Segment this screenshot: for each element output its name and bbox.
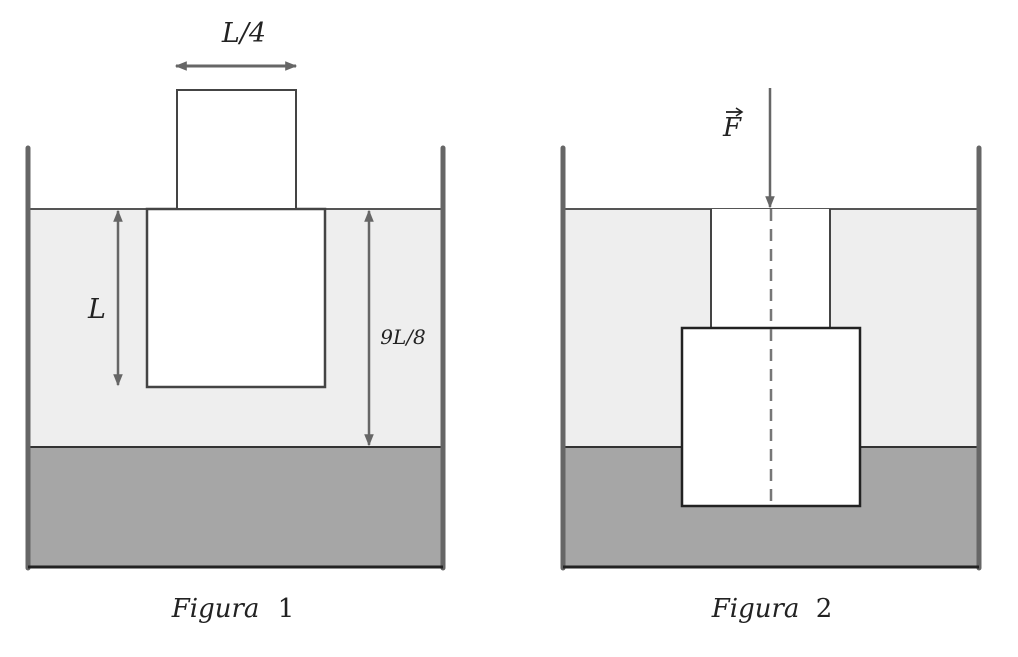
caption-word-2: Figura <box>711 594 800 624</box>
label-height: 9L/8 <box>380 325 425 349</box>
caption-number-1: 1 <box>278 594 295 624</box>
figure-1: L/4 L 9L/8 Figura 1 <box>25 18 446 624</box>
label-force: F <box>722 113 742 143</box>
label-top-width: L/4 <box>221 18 266 49</box>
label-depth: L <box>87 294 106 325</box>
figure-2: F Figura 2 <box>560 88 982 624</box>
caption-figure-2: Figura 2 <box>711 594 833 624</box>
lower-liquid-1 <box>28 447 443 567</box>
vector-arrowhead-icon <box>735 107 744 117</box>
block-wide-part-1 <box>145 207 327 389</box>
block-narrow-part-1 <box>176 89 297 210</box>
force-label-group: F <box>722 107 744 143</box>
block-narrow-part-2 <box>711 209 830 328</box>
caption-word-1: Figura <box>171 594 260 624</box>
caption-figure-1: Figura 1 <box>171 594 295 624</box>
caption-number-2: 2 <box>816 594 833 624</box>
